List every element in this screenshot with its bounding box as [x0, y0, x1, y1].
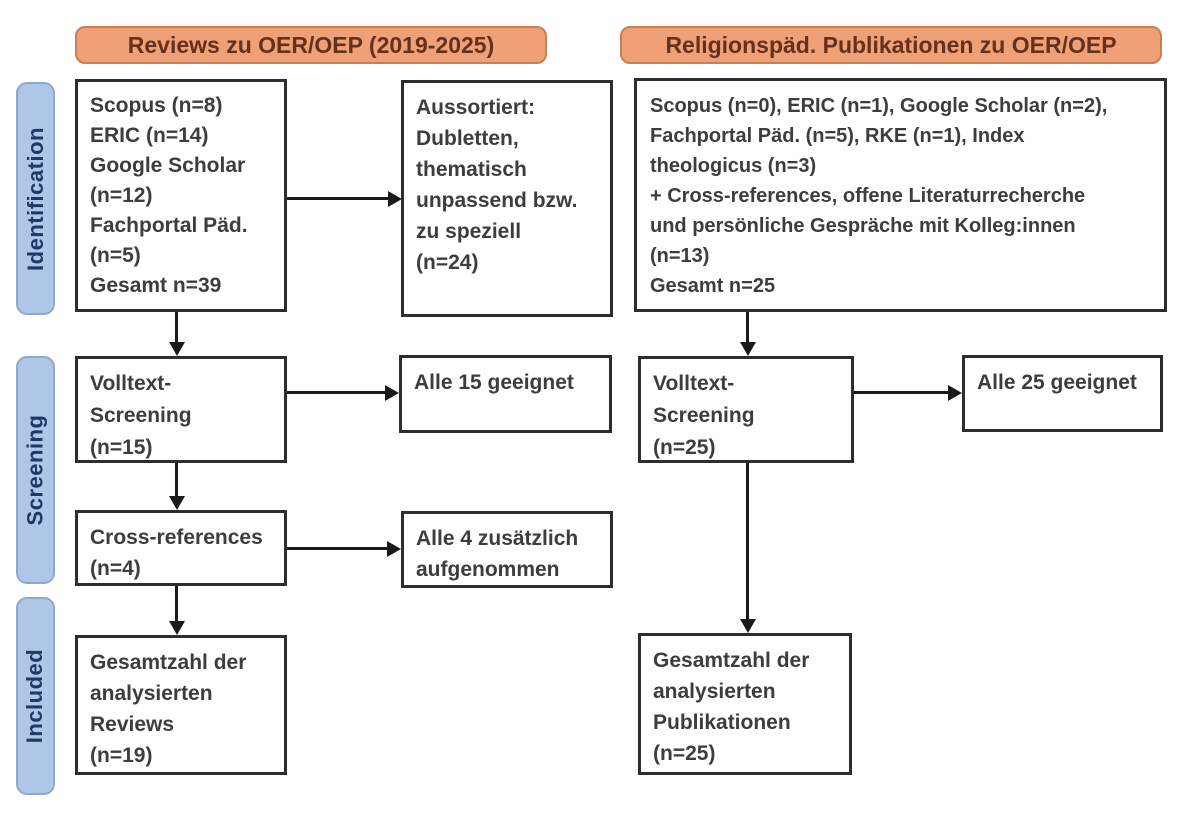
box-line: Gesamtzahl der: [90, 651, 247, 674]
box-line: Gesamtzahl der: [653, 649, 810, 672]
box-line: (n=5): [90, 244, 141, 267]
box-line: (n=24): [416, 251, 479, 274]
box-line: unpassend bzw.: [416, 189, 578, 212]
box-line: Fachportal Päd. (n=5), RKE (n=1), Index: [650, 125, 1025, 147]
box-line: Gesamt n=25: [650, 275, 776, 297]
stage-label-screening: Screening: [16, 356, 55, 584]
box-religionspaed-sources: Scopus (n=0), ERIC (n=1), Google Scholar…: [634, 78, 1167, 312]
box-line: Volltext-: [653, 372, 735, 395]
box-line: + Cross-references, offene Literaturrech…: [650, 185, 1086, 207]
box-line: (n=12): [90, 184, 153, 207]
box-line: Alle 25 geeignet: [977, 371, 1137, 394]
box-reviews-sources: Scopus (n=8) ERIC (n=14) Google Scholar …: [75, 79, 287, 312]
box-line: Scopus (n=0), ERIC (n=1), Google Scholar…: [650, 95, 1108, 117]
box-gesamtzahl-reviews: Gesamtzahl der analysierten Reviews (n=1…: [75, 635, 287, 775]
box-line: theologicus (n=3): [650, 155, 817, 177]
box-line: Volltext-: [90, 372, 172, 395]
box-line: (n=4): [90, 557, 141, 580]
box-line: Scopus (n=8): [90, 94, 223, 117]
stage-label-identification-text: Identification: [22, 126, 48, 271]
box-line: Alle 15 geeignet: [414, 371, 574, 394]
box-line: (n=13): [650, 245, 710, 267]
box-aussortiert: Aussortiert: Dubletten, thematisch unpas…: [401, 80, 613, 317]
box-line: Screening: [90, 404, 192, 427]
box-line: (n=15): [90, 436, 153, 459]
box-line: Fachportal Päd.: [90, 214, 248, 237]
box-line: (n=19): [90, 744, 153, 767]
box-line: zu speziell: [416, 220, 522, 243]
box-line: aufgenommen: [416, 558, 560, 581]
stage-label-included: Included: [16, 597, 55, 795]
box-line: Aussortiert:: [416, 96, 536, 119]
box-line: Dubletten,: [416, 127, 519, 150]
column-header-reviews: Reviews zu OER/OEP (2019-2025): [75, 26, 547, 64]
box-line: ERIC (n=14): [90, 124, 209, 147]
box-gesamtzahl-publikationen: Gesamtzahl der analysierten Publikatione…: [638, 633, 852, 775]
box-line: analysierten: [90, 682, 213, 705]
box-cross-references: Cross-references (n=4): [75, 510, 287, 586]
box-line: Publikationen: [653, 711, 791, 734]
box-line: Screening: [653, 404, 755, 427]
column-header-religionspaed: Religionspäd. Publikationen zu OER/OEP: [620, 26, 1162, 64]
box-line: analysierten: [653, 680, 776, 703]
box-line: Reviews: [90, 713, 175, 736]
box-line: Gesamt n=39: [90, 274, 222, 297]
stage-label-screening-text: Screening: [22, 414, 48, 526]
box-line: Google Scholar: [90, 154, 246, 177]
box-line: und persönliche Gespräche mit Kolleg:inn…: [650, 215, 1076, 237]
stage-label-identification: Identification: [16, 82, 55, 315]
box-line: thematisch: [416, 158, 527, 181]
box-alle-15-geeignet: Alle 15 geeignet: [399, 355, 612, 433]
box-volltext-screening-pub: Volltext- Screening (n=25): [638, 356, 854, 463]
stage-label-included-text: Included: [22, 648, 48, 744]
box-alle-4-zusaetzlich: Alle 4 zusätzlich aufgenommen: [401, 511, 613, 588]
box-line: (n=25): [653, 436, 716, 459]
box-volltext-screening-reviews: Volltext- Screening (n=15): [75, 356, 287, 463]
box-line: Cross-references: [90, 526, 263, 549]
box-line: Alle 4 zusätzlich: [416, 527, 579, 550]
box-line: (n=25): [653, 742, 716, 765]
box-alle-25-geeignet: Alle 25 geeignet: [962, 355, 1163, 432]
